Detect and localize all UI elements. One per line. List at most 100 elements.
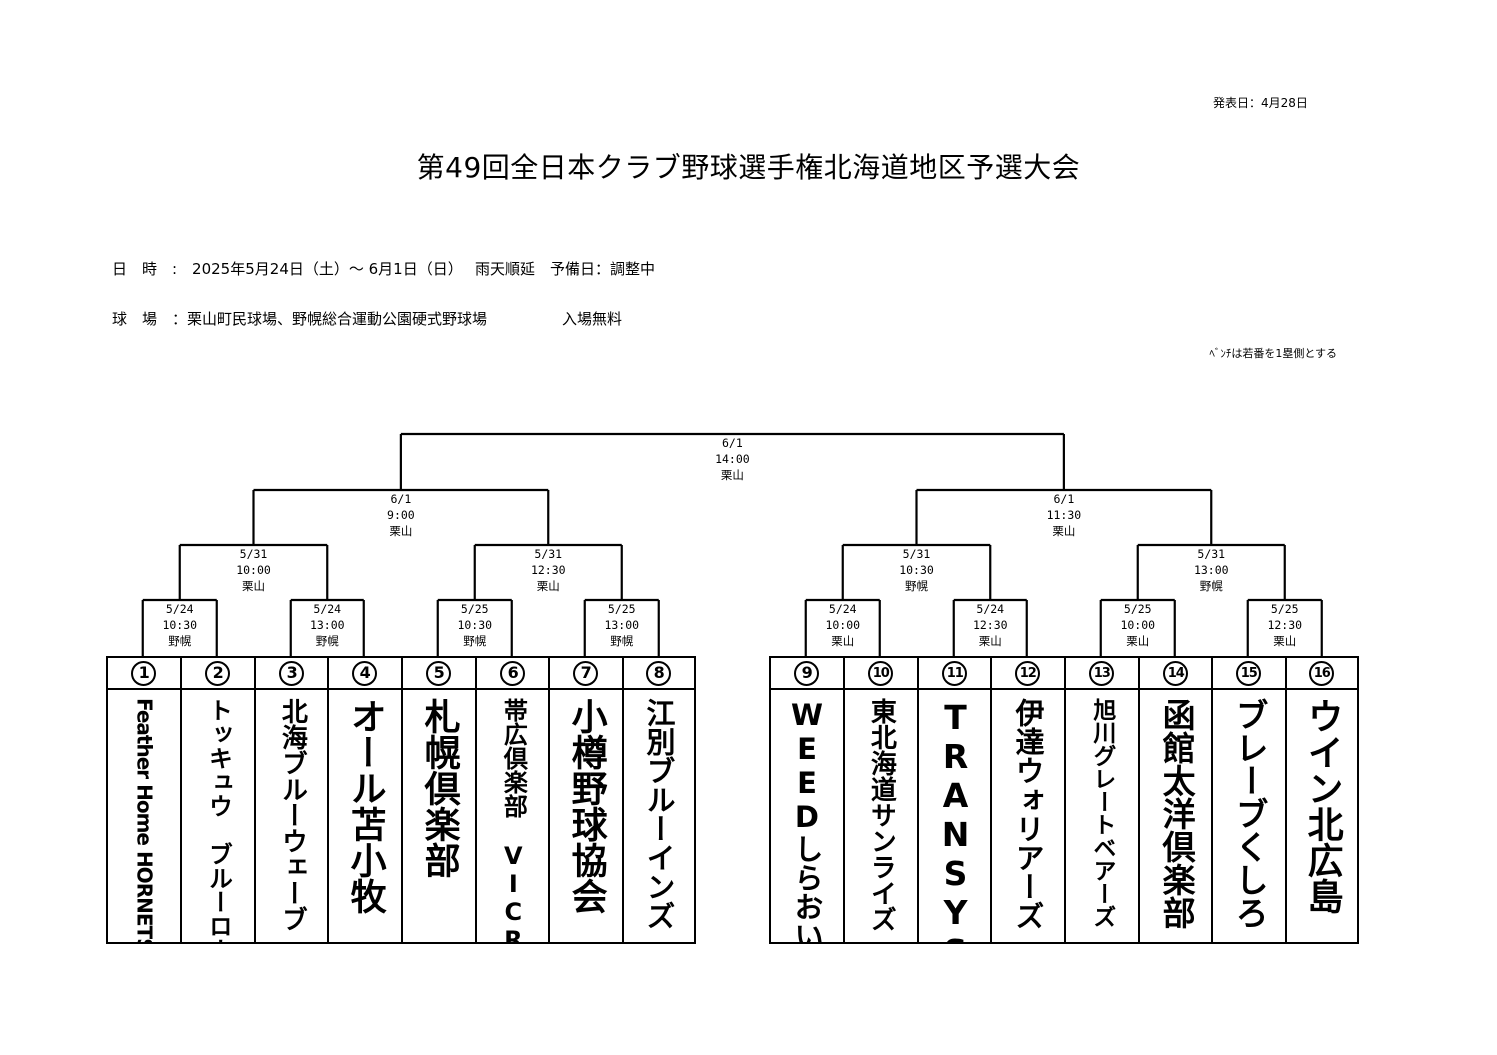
match-date: 5/24 [165,602,194,616]
page-title: 第49回全日本クラブ野球選手権北海道地区予選大会 [416,151,1081,184]
seed-number: 16 [1287,658,1357,690]
team-name-wrap: Feather Home HORNETS [108,690,180,942]
match-date: 5/25 [460,602,489,616]
match-label: 5/31 12:30 栗山 [503,546,593,594]
seed-circle: 14 [1163,660,1189,686]
seed-number: 14 [1140,658,1212,690]
seed-number: 2 [182,658,254,690]
match-venue: 栗山 [1273,634,1297,648]
match-time: 10:30 [899,563,934,577]
team-name: 小樽野球協会 [565,698,607,914]
match-time: 10:30 [162,618,198,632]
match-date: 5/25 [1123,602,1152,616]
match-venue: 栗山 [978,634,1002,648]
seed-circle: 5 [426,660,452,686]
match-venue: 野幌 [905,579,928,593]
match-time: 12:30 [1267,618,1303,632]
match-time: 14:00 [715,452,750,466]
match-venue: 栗山 [536,579,560,593]
team-name-wrap: 北海ブルーウェーブ [256,690,328,942]
seed-circle: 1 [131,660,157,686]
match-time: 10:00 [1120,618,1156,632]
team-name-wrap: TRANSYS [919,690,991,942]
team-name: 江別ブルーインズ [641,698,676,930]
match-label: 5/25 10:00 栗山 [1093,601,1183,649]
seed-number: 10 [845,658,917,690]
seed-circle: 7 [573,660,599,686]
seed-circle: 16 [1309,660,1335,686]
team-name-wrap: 函館太洋倶楽部 [1140,690,1212,942]
team-name-wrap: 伊達ウォリアーズ [992,690,1064,942]
seed-circle: 3 [279,660,305,686]
team-name: TRANSYS [936,698,976,942]
issue-date: 発表日：4月28日 [1213,96,1308,110]
match-label: 5/25 13:00 野幌 [577,601,667,649]
match-venue: 野幌 [315,634,339,648]
team-name: 北海ブルーウェーブ [277,698,308,932]
match-time: 13:00 [604,618,640,632]
team-box: 5 札幌倶楽部 [401,656,475,944]
match-time: 10:00 [236,563,271,577]
team-name: ウイン北広島 [1301,698,1343,914]
match-venue: 栗山 [1126,634,1150,648]
team-name: Feather Home HORNETS [132,698,157,942]
team-box: 15 ブレーブくしろ [1211,656,1285,944]
match-venue: 栗山 [1052,524,1076,538]
match-date: 5/31 [239,547,268,561]
team-name: 札幌倶楽部 [418,698,460,878]
seed-circle: 12 [1015,660,1041,686]
team-name-wrap: ブレーブくしろ [1213,690,1285,942]
bench-note: ﾍﾞﾝﾁは若番を1塁側とする [1209,347,1337,360]
match-label: 5/31 13:00 野幌 [1166,546,1256,594]
match-venue: 栗山 [389,524,413,538]
seed-number: 5 [403,658,475,690]
team-name: 帯広倶楽部 VICROSS [499,698,528,942]
match-date: 5/25 [607,602,636,616]
match-time: 9:00 [387,508,415,522]
seed-circle: 4 [352,660,378,686]
team-name-wrap: ウイン北広島 [1287,690,1357,942]
team-box: 7 小樽野球協会 [548,656,622,944]
team-name: トッキュウ ブルーローズ [204,698,233,942]
seed-circle: 11 [942,660,968,686]
match-time: 11:30 [1046,508,1082,522]
match-date: 5/31 [1197,547,1226,561]
team-name-wrap: オール苫小牧 [329,690,401,942]
match-venue: 栗山 [720,468,744,482]
match-time: 13:00 [1193,563,1229,577]
team-name-wrap: 江別ブルーインズ [624,690,694,942]
team-name-wrap: 帯広倶楽部 VICROSS [477,690,549,942]
match-date: 5/31 [534,547,563,561]
team-box: 3 北海ブルーウェーブ [254,656,328,944]
seed-number: 12 [992,658,1064,690]
match-date: 5/24 [313,602,342,616]
match-venue: 栗山 [831,634,855,648]
team-name: ブレーブくしろ [1230,698,1270,929]
match-time: 13:00 [309,618,345,632]
match-venue: 野幌 [1199,579,1223,593]
team-box: 8 江別ブルーインズ [622,656,696,944]
seed-circle: 8 [646,660,672,686]
seed-number: 3 [256,658,328,690]
team-name: オール苫小牧 [344,698,386,914]
seed-number: 9 [771,658,843,690]
team-name: WEEDしらおい [789,698,824,942]
team-name-wrap: トッキュウ ブルーローズ [182,690,254,942]
match-date: 5/24 [828,602,857,616]
match-time: 12:30 [530,563,566,577]
seed-circle: 15 [1236,660,1262,686]
seed-number: 7 [550,658,622,690]
match-venue: 野幌 [610,634,634,648]
